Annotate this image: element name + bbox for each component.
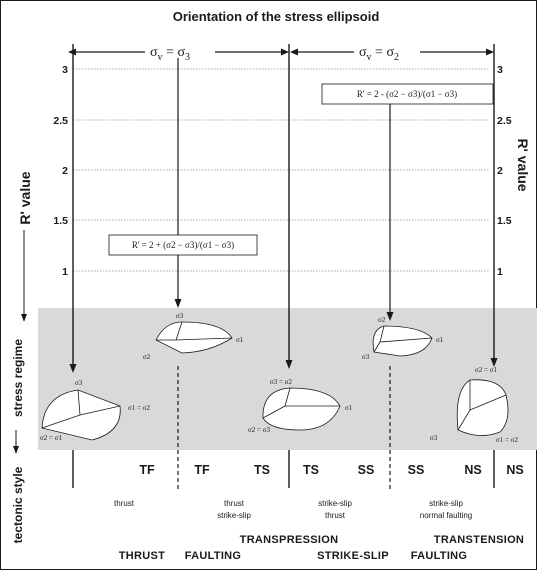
e2-top-label: σ3 <box>176 312 184 320</box>
style-thrust-ss-2: strike-slip <box>217 511 251 520</box>
right-tick-1-5: 1.5 <box>497 215 512 227</box>
right-tick-3: 3 <box>497 64 503 76</box>
e3-bottom-label: σ2 = σ3 <box>248 426 270 434</box>
e2-left-label: σ2 <box>143 353 151 361</box>
abbr-ss-2: SS <box>408 463 425 477</box>
formula-upper-box: R' = 2 - (σ2 − σ3)/(σ1 − σ3) <box>321 83 494 105</box>
abbr-ss-1: SS <box>358 463 375 477</box>
e1-right-label: σ1 = σ2 <box>128 404 150 412</box>
style-thrust: thrust <box>114 499 135 508</box>
e3-top-label: σ3 = σ2 <box>270 378 292 386</box>
e1-bottom-label: σ2 = σ1 <box>40 434 62 442</box>
orientation-right-label: σv = σ2 <box>359 45 399 63</box>
abbr-ts-2: TS <box>303 463 319 477</box>
right-axis-label: R' value <box>515 138 531 191</box>
left-tick-3: 3 <box>62 64 68 76</box>
style-ss-thrust-1: strike-slip <box>318 499 352 508</box>
orientation-left-label: σv = σ3 <box>150 45 190 63</box>
label-faulting-2: FAULTING <box>411 550 468 562</box>
formula-lower: R' = 2 + (σ2 − σ3)/(σ1 − σ3) <box>132 240 234 250</box>
left-tick-1-5: 1.5 <box>53 215 68 227</box>
vertical-arrows <box>69 44 498 373</box>
regime-abbreviations: TF TF TS TS SS SS NS NS <box>139 463 523 477</box>
style-ss-normal-2: normal faulting <box>420 511 472 520</box>
e5-top-label: σ2 = σ1 <box>475 366 497 374</box>
abbr-ns-2: NS <box>506 463 523 477</box>
diagram-title: Orientation of the stress ellipsoid <box>173 9 380 24</box>
formula-upper: R' = 2 - (σ2 − σ3)/(σ1 − σ3) <box>357 89 457 99</box>
e2-right-label: σ1 <box>236 336 244 344</box>
label-faulting-1: FAULTING <box>185 550 242 562</box>
right-tick-1: 1 <box>497 266 503 278</box>
ellipsoid-2 <box>155 321 233 354</box>
left-tick-2-5: 2.5 <box>53 115 68 127</box>
ellipsoid-5 <box>456 379 509 436</box>
e4-right-label: σ1 <box>436 336 444 344</box>
label-strike-slip: STRIKE-SLIP <box>317 550 389 562</box>
abbr-ts-1: TS <box>254 463 270 477</box>
e4-top-label: σ2 <box>378 316 386 324</box>
right-tick-2: 2 <box>497 165 503 177</box>
formula-lower-box: R' = 2 + (σ2 − σ3)/(σ1 − σ3) <box>108 234 258 256</box>
regime-separators <box>72 366 495 490</box>
e5-right-label: σ1 = σ2 <box>496 436 518 444</box>
label-transpression: TRANSPRESSION <box>240 534 339 546</box>
left-axis-label: R' value <box>17 171 33 224</box>
right-y-ticks: 3 2.5 2 1.5 1 <box>497 64 512 278</box>
tectonic-style-label: tectonic style <box>11 466 25 543</box>
orientation-row: σv = σ3 σv = σ2 <box>68 45 494 63</box>
abbr-tf-2: TF <box>194 463 210 477</box>
left-tick-2: 2 <box>62 165 68 177</box>
left-y-ticks: 3 2.5 2 1.5 1 <box>53 64 68 278</box>
bottom-labels: THRUST FAULTING TRANSPRESSION STRIKE-SLI… <box>119 534 524 562</box>
style-ss-normal-1: strike-slip <box>429 499 463 508</box>
style-thrust-ss-1: thrust <box>224 499 245 508</box>
ellipsoid-4 <box>372 325 433 357</box>
tectonic-style-texts: thrust thrust strike-slip strike-slip th… <box>114 499 472 520</box>
style-ss-thrust-2: thrust <box>325 511 346 520</box>
right-tick-2-5: 2.5 <box>497 115 512 127</box>
ellipsoid-3 <box>262 387 341 431</box>
stress-regime-label: stress regime <box>11 339 25 417</box>
grid-lines <box>73 68 490 272</box>
abbr-ns-1: NS <box>464 463 481 477</box>
abbr-tf-1: TF <box>139 463 155 477</box>
label-thrust: THRUST <box>119 550 165 562</box>
ellipsoid-1 <box>41 389 121 441</box>
label-transtension: TRANSTENSION <box>434 534 524 546</box>
e3-right-label: σ1 <box>345 404 353 412</box>
left-tick-1: 1 <box>62 266 68 278</box>
e1-top-label: σ3 <box>75 379 83 387</box>
e4-left-label: σ3 <box>362 353 370 361</box>
e5-bottom-label: σ3 <box>430 434 438 442</box>
